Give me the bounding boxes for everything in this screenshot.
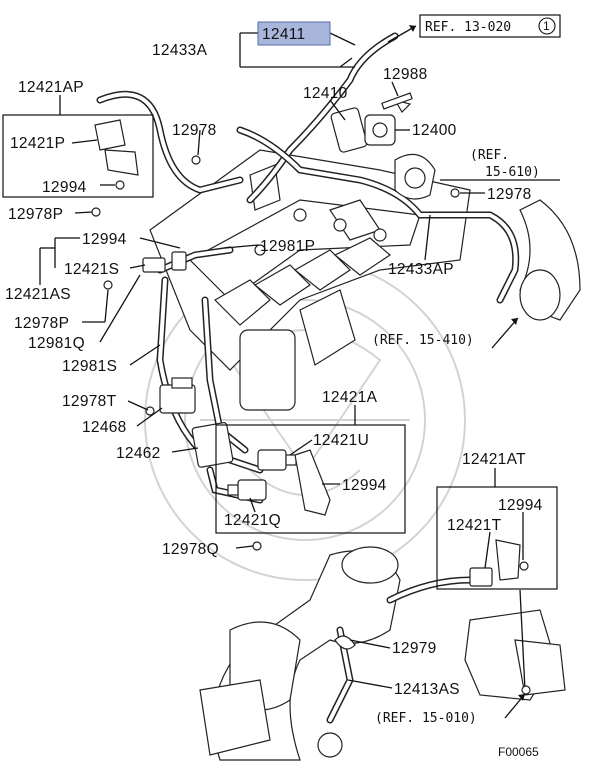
ref-15-410[interactable]: (REF. 15-410) bbox=[372, 333, 474, 348]
module-12462-icon bbox=[191, 422, 234, 468]
label-12421S[interactable]: 12421S bbox=[64, 261, 119, 278]
label-12400[interactable]: 12400 bbox=[412, 122, 457, 139]
right-hose bbox=[519, 199, 581, 321]
sensor-12421Q-icon bbox=[227, 479, 267, 501]
label-12981S[interactable]: 12981S bbox=[62, 358, 117, 375]
bolt-12988-icon bbox=[381, 92, 413, 110]
ref-15-010[interactable]: (REF. 15-010) bbox=[375, 711, 477, 726]
label-12462[interactable]: 12462 bbox=[116, 445, 161, 462]
label-12994-a[interactable]: 12994 bbox=[42, 179, 87, 196]
label-12433A[interactable]: 12433A bbox=[152, 42, 208, 59]
label-12978-right[interactable]: 12978 bbox=[487, 186, 532, 203]
label-12421Q[interactable]: 12421Q bbox=[224, 512, 281, 529]
label-12978P-a[interactable]: 12978P bbox=[8, 206, 63, 223]
label-12433AP[interactable]: 12433AP bbox=[388, 261, 454, 278]
solenoid-12468-icon bbox=[159, 377, 196, 414]
label-12981Q[interactable]: 12981Q bbox=[28, 335, 85, 352]
group-box-12421AP bbox=[2, 114, 154, 198]
ref-15-610-line1[interactable]: (REF. bbox=[470, 148, 509, 163]
ref-15-610-line2[interactable]: 15-610) bbox=[485, 165, 540, 180]
label-12468[interactable]: 12468 bbox=[82, 419, 127, 436]
part-labels: 12411 12433A REF. 13-020 1 12410 12988 1… bbox=[5, 14, 561, 759]
ref-13-020[interactable]: REF. 13-020 bbox=[425, 20, 511, 35]
sensor-12421P-icon bbox=[94, 119, 139, 190]
intake-pipe bbox=[199, 546, 401, 761]
sensor-12421T-icon bbox=[469, 539, 521, 587]
label-12411[interactable]: 12411 bbox=[262, 26, 305, 43]
label-12421T[interactable]: 12421T bbox=[447, 517, 502, 534]
ref-15610-part-icon bbox=[394, 153, 436, 200]
bracket-assembly bbox=[464, 589, 566, 701]
label-12413AS[interactable]: 12413AS bbox=[394, 681, 460, 698]
leader-lines bbox=[39, 25, 560, 719]
group-box-12421A bbox=[215, 424, 406, 534]
sensor-12421S-icon bbox=[142, 251, 187, 273]
ref-circle-icon bbox=[538, 17, 556, 35]
highlight-12411 bbox=[257, 21, 331, 46]
label-12421A[interactable]: 12421A bbox=[322, 389, 378, 406]
label-12978-a[interactable]: 12978 bbox=[172, 122, 217, 139]
bracket-12421A-icon bbox=[294, 449, 331, 516]
group-box-12421AT bbox=[436, 486, 558, 590]
label-12994-b[interactable]: 12994 bbox=[82, 231, 127, 248]
label-12978T[interactable]: 12978T bbox=[62, 393, 117, 410]
label-12981P[interactable]: 12981P bbox=[260, 238, 315, 255]
label-12979[interactable]: 12979 bbox=[392, 640, 437, 657]
label-12421U[interactable]: 12421U bbox=[313, 432, 369, 449]
label-12410[interactable]: 12410 bbox=[303, 85, 348, 102]
solenoid-12410-icon bbox=[330, 99, 412, 153]
hose-12979-icon bbox=[334, 635, 356, 650]
label-12988[interactable]: 12988 bbox=[383, 66, 428, 83]
ref-13-020-box bbox=[419, 14, 561, 38]
label-12421AP[interactable]: 12421AP bbox=[18, 79, 84, 96]
ref-13-020-circle-number: 1 bbox=[543, 19, 550, 33]
label-12421AT[interactable]: 12421AT bbox=[462, 451, 526, 468]
label-12994-c[interactable]: 12994 bbox=[342, 477, 387, 494]
label-12421AS[interactable]: 12421AS bbox=[5, 286, 71, 303]
figure-code: F00065 bbox=[498, 745, 539, 759]
label-12978Q[interactable]: 12978Q bbox=[162, 541, 219, 558]
label-12994-d[interactable]: 12994 bbox=[498, 497, 543, 514]
sensor-12421U-icon bbox=[257, 449, 297, 471]
label-12978P-b[interactable]: 12978P bbox=[14, 315, 69, 332]
label-12421P[interactable]: 12421P bbox=[10, 135, 65, 152]
intake-manifold bbox=[149, 149, 471, 411]
